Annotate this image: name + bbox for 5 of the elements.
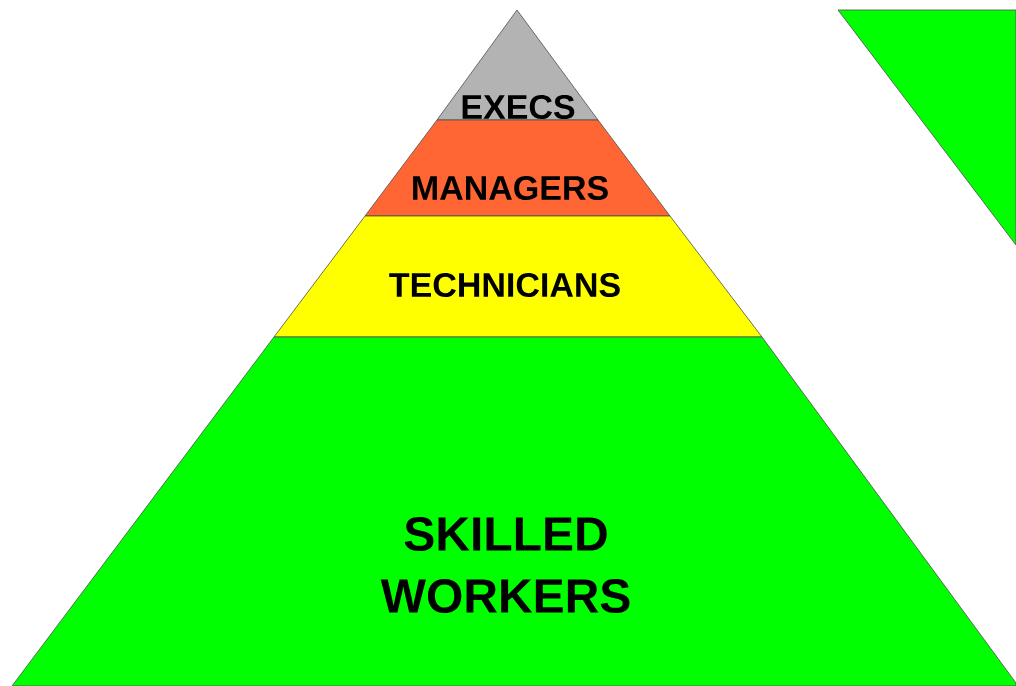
pyramid-tier: TECHNICIANS bbox=[273, 215, 763, 338]
pyramid-tier: SKILLED WORKERS bbox=[11, 336, 1016, 686]
pyramid-tier: MANAGERS bbox=[364, 119, 671, 217]
pyramid-segment bbox=[837, 9, 1016, 246]
pyramid-tier: EXECS bbox=[436, 9, 599, 121]
